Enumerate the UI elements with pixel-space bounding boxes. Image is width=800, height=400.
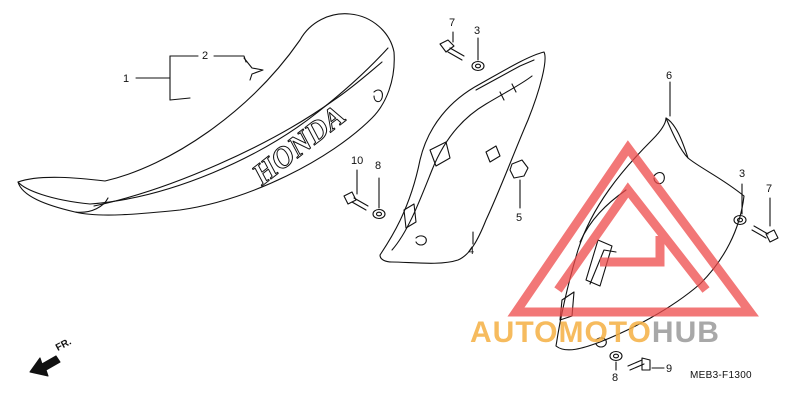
watermark-part2: MOTO: [558, 316, 652, 349]
bolt-10: [343, 169, 369, 211]
part-label-10: 10: [351, 155, 364, 167]
washer-3-right: [733, 183, 747, 226]
nut-5: [509, 159, 529, 209]
seat-part: HONDA: [17, 13, 395, 216]
part-label-4: 4: [468, 245, 475, 257]
washer-8-bottom: [609, 350, 623, 371]
part-label-6: 6: [666, 70, 673, 82]
diagram-code: MEB3-F1300: [690, 370, 752, 381]
front-arrow-icon: [29, 355, 61, 377]
part-label-1: 1: [123, 73, 130, 85]
leader-lines-1-2: [135, 55, 247, 101]
part-label-5: 5: [516, 212, 523, 224]
part-label-8-left: 8: [375, 160, 382, 172]
watermark-logo-icon: [507, 140, 759, 317]
left-side-cover: [379, 51, 546, 264]
watermark-part1: AUTO: [470, 316, 559, 349]
bolt-7-top: [439, 31, 465, 61]
part-label-3-top: 3: [474, 25, 481, 37]
part-label-7-right: 7: [766, 183, 773, 195]
washer-8-left: [372, 177, 386, 220]
bolt-9: [627, 357, 665, 371]
part-label-2: 2: [202, 50, 209, 62]
part-label-3-right: 3: [739, 168, 746, 180]
seat-brand-text: HONDA: [245, 99, 351, 192]
washer-3-top: [471, 37, 485, 72]
part-label-7-top: 7: [449, 17, 456, 29]
bolt-7-right: [751, 197, 779, 243]
watermark-part3: HUB: [651, 316, 720, 349]
part-label-9: 9: [666, 363, 673, 375]
watermark-text: AUTOMOTOHUB: [470, 316, 720, 350]
part-label-8-bottom: 8: [612, 372, 619, 384]
